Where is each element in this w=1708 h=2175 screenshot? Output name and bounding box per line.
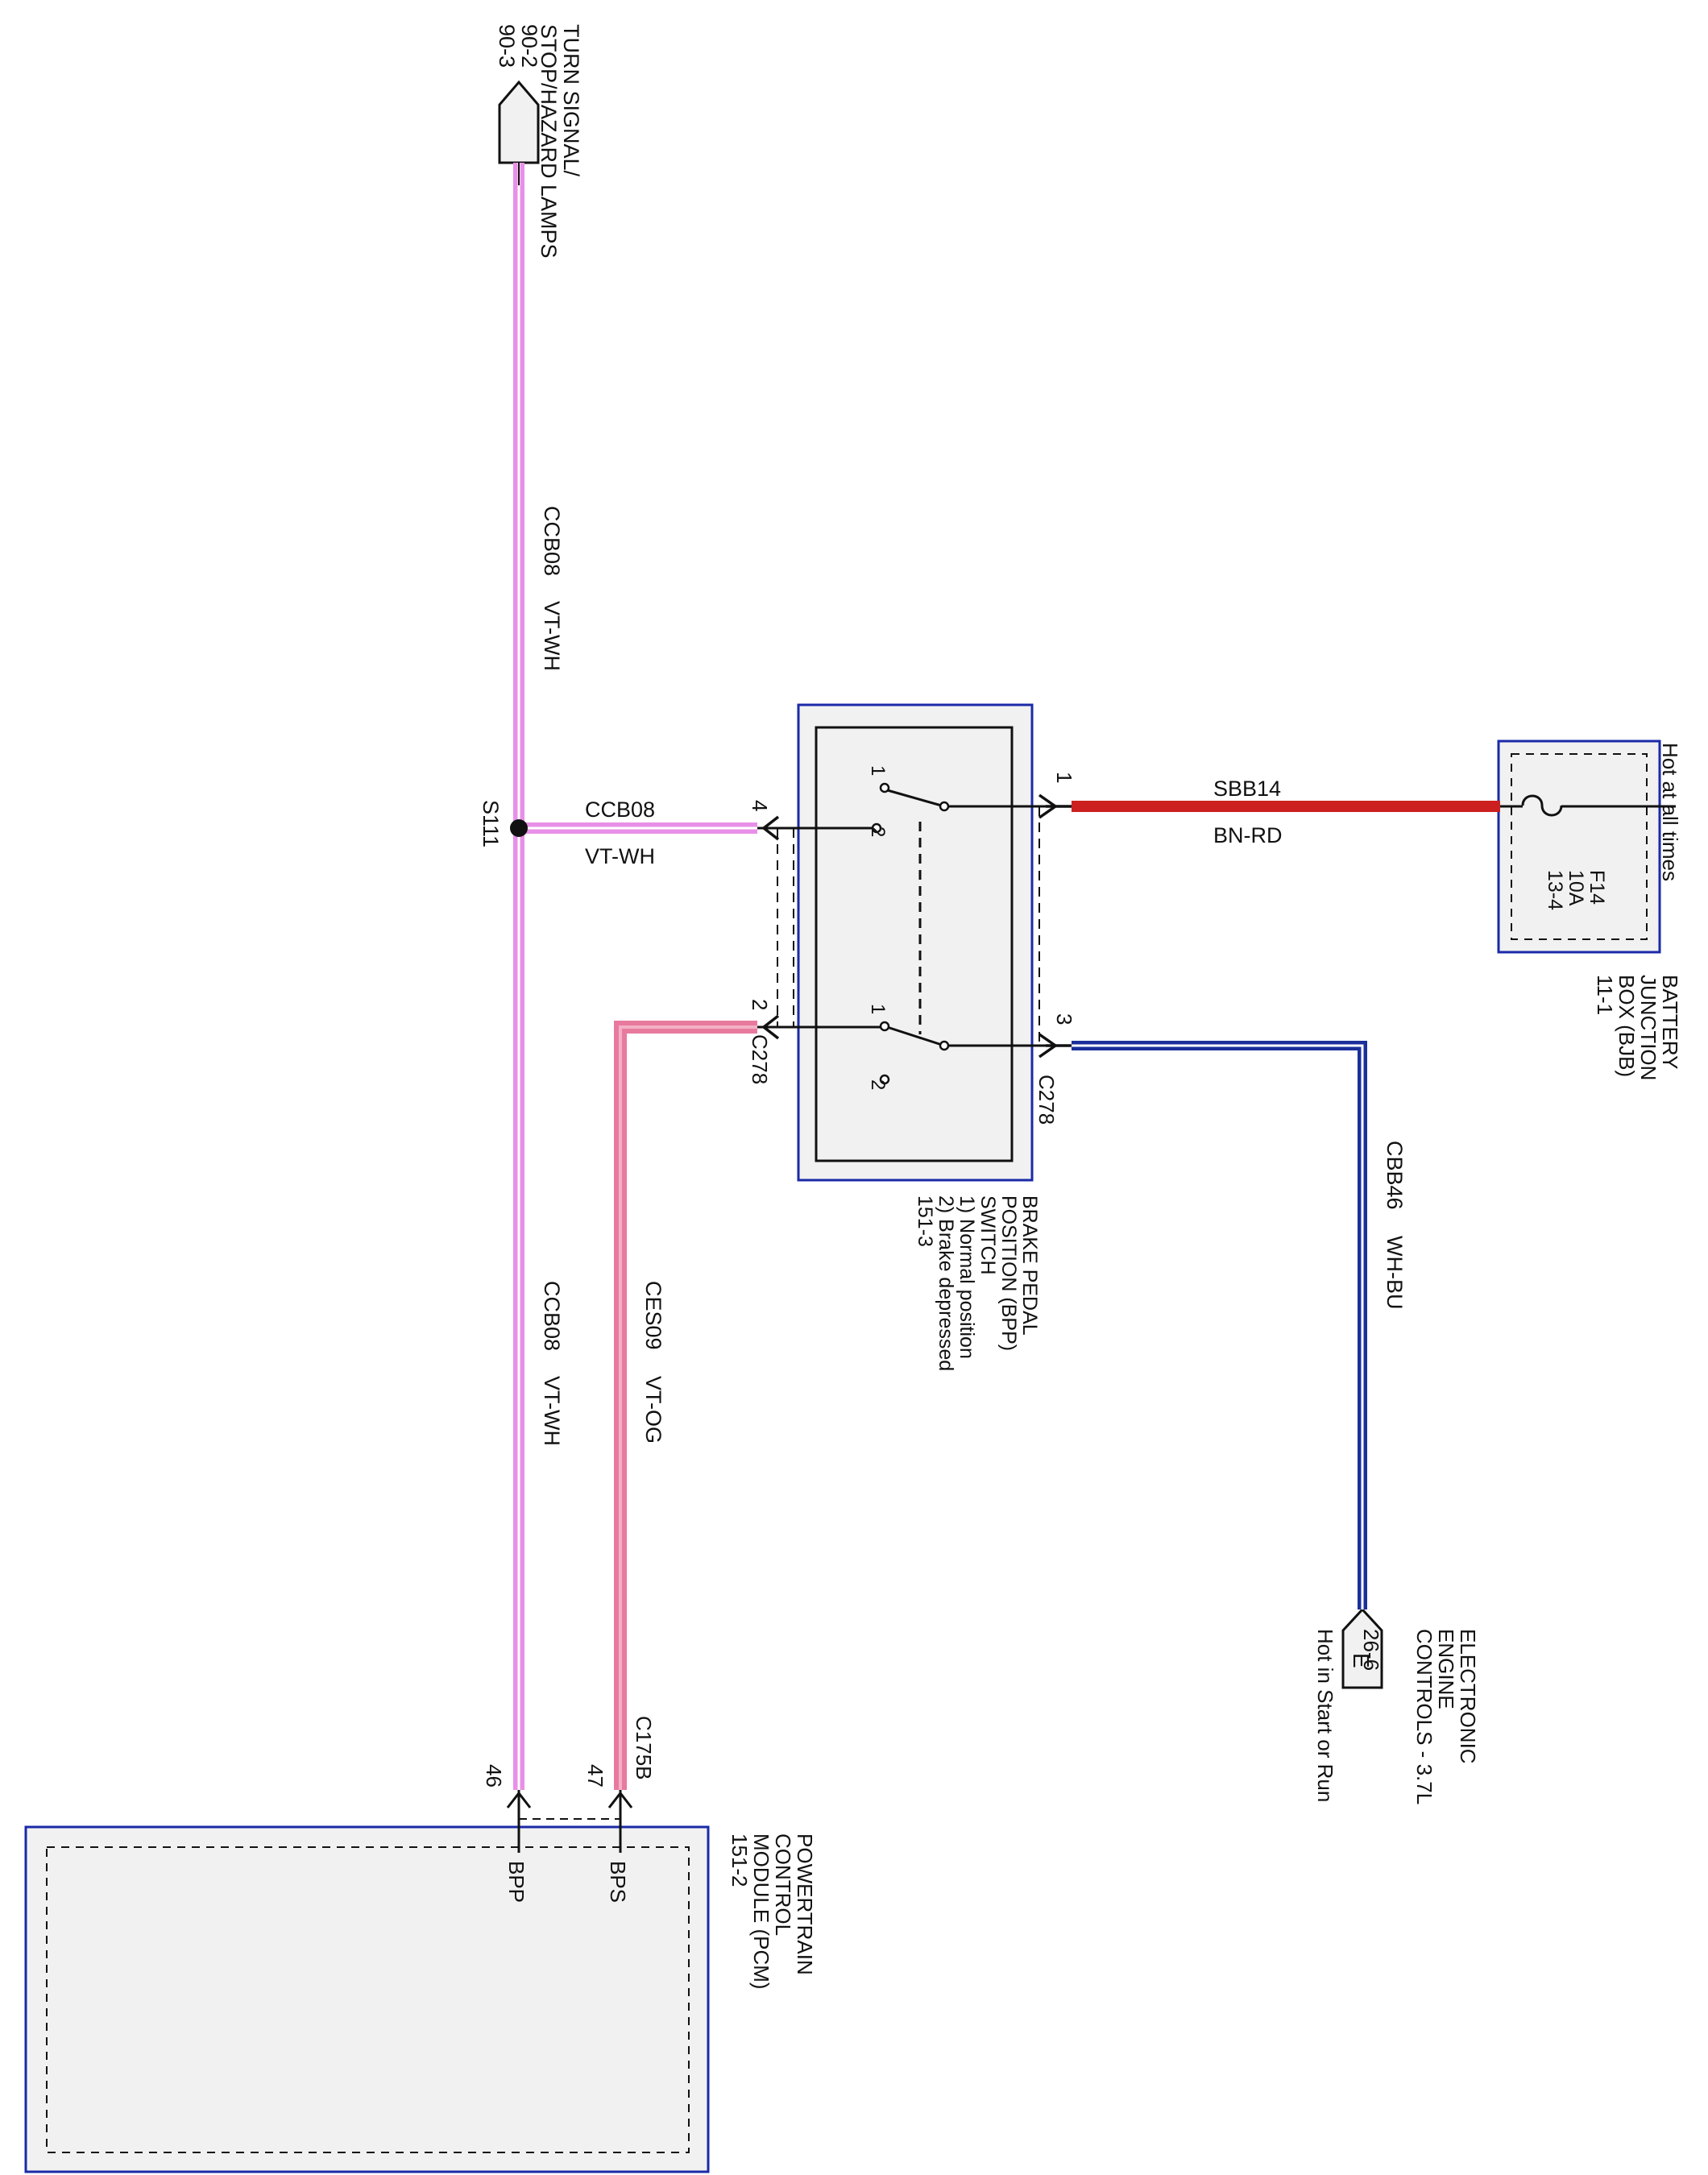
eec-label-3: CONTROLS - 3.7L bbox=[1412, 1629, 1436, 1804]
pcm-label-3: MODULE (PCM) bbox=[749, 1833, 773, 1990]
connector-arrows-switch bbox=[761, 793, 1072, 1058]
switch-pin-1: 1 bbox=[1052, 772, 1076, 783]
bjb-label-2: JUNCTION bbox=[1636, 975, 1660, 1080]
turn-signal-label-line2: STOP/HAZARD LAMPS bbox=[537, 24, 561, 259]
turn-signal-connector[interactable] bbox=[498, 80, 540, 164]
splice-s111-dot[interactable] bbox=[510, 819, 528, 837]
electronic-engine-controls-connector[interactable] bbox=[1341, 1607, 1383, 1689]
pcm-connector-label: C175B bbox=[632, 1716, 656, 1780]
eec-label-1: ELECTRONIC bbox=[1456, 1629, 1480, 1764]
lower-contact-1: 1 bbox=[867, 1004, 889, 1014]
switch-contact-points bbox=[871, 782, 950, 1085]
pcm-signal-bpp: BPP bbox=[504, 1861, 529, 1903]
wire-cbb46-color: WH-BU bbox=[1383, 1236, 1407, 1309]
fuse-label-3: 13-4 bbox=[1544, 870, 1566, 910]
pcm-label-2: CONTROL bbox=[771, 1833, 795, 1936]
upper-contact-1: 1 bbox=[867, 765, 889, 776]
switch-internals bbox=[757, 788, 1046, 1047]
bpp-switch-label-1: BRAKE PEDAL bbox=[1018, 1195, 1041, 1336]
bjb-label-4: 11-1 bbox=[1593, 975, 1617, 1015]
wire-sbb14-label: SBB14 bbox=[1213, 777, 1281, 801]
switch-pin-2: 2 bbox=[748, 999, 772, 1010]
pcm-pin-47: 47 bbox=[583, 1764, 607, 1788]
eec-label-4: 26-6 bbox=[1359, 1629, 1383, 1671]
fuse-label-2: 10A bbox=[1565, 870, 1587, 906]
wire-ccb08-horizontal-color: VT-WH bbox=[585, 844, 655, 868]
bjb-status: Hot at all times bbox=[1658, 743, 1682, 881]
bpp-switch-label-4: 1) Normal position bbox=[956, 1195, 978, 1359]
bjb-label-3: BOX (BJB) bbox=[1615, 975, 1639, 1077]
wire-cbb46-label: CBB46 bbox=[1383, 1141, 1407, 1210]
eec-status: Hot in Start or Run bbox=[1313, 1629, 1337, 1802]
wire-ces09-label: CES09 bbox=[641, 1281, 665, 1350]
pcm-label-4: 151-2 bbox=[728, 1833, 752, 1887]
switch-connector-right: C278 bbox=[1034, 1075, 1059, 1125]
fuse-f14-icon bbox=[1521, 794, 1563, 817]
bjb-label-1: BATTERY bbox=[1658, 975, 1682, 1070]
lower-contact-2: 2 bbox=[867, 1079, 889, 1090]
eec-label-2: ENGINE bbox=[1434, 1629, 1458, 1709]
pcm-pin-46: 46 bbox=[482, 1764, 506, 1788]
wire-sbb14-color: BN-RD bbox=[1213, 823, 1283, 847]
switch-pin-3: 3 bbox=[1052, 1013, 1076, 1025]
switch-pin-4: 4 bbox=[748, 800, 772, 811]
wire-ces09-color: VT-OG bbox=[641, 1376, 665, 1444]
wire-ces09[interactable] bbox=[614, 1021, 757, 1790]
bpp-switch-label-2: POSITION (BPP) bbox=[997, 1195, 1020, 1351]
pcm-label-1: POWERTRAIN bbox=[793, 1833, 817, 1975]
wire-ccb08-horizontal-label: CCB08 bbox=[585, 798, 655, 822]
turn-signal-ref-2: 90-3 bbox=[495, 24, 519, 68]
battery-junction-box[interactable] bbox=[1497, 740, 1661, 954]
switch-connector-left: C278 bbox=[748, 1034, 772, 1084]
turn-signal-ref-1: 90-2 bbox=[517, 24, 541, 68]
upper-contact-2: 2 bbox=[867, 826, 889, 837]
pcm-signal-bps: BPS bbox=[606, 1861, 630, 1903]
splice-s111-label: S111 bbox=[479, 800, 503, 847]
bpp-switch-label-6: 151-3 bbox=[914, 1195, 936, 1247]
wire-ccb08-lower-label: CCB08 bbox=[540, 1281, 564, 1351]
wire-ccb08-upper-color: VT-WH bbox=[540, 601, 564, 671]
bpp-switch-label-5: 2) Brake depressed bbox=[935, 1195, 957, 1371]
wire-cbb46[interactable] bbox=[1072, 1041, 1367, 1610]
wire-ccb08-lower-color: VT-WH bbox=[540, 1376, 564, 1446]
bpp-switch[interactable] bbox=[797, 703, 1034, 1182]
connector-arrows-pcm bbox=[506, 1790, 633, 1853]
wire-ccb08-upper-label: CCB08 bbox=[540, 506, 564, 576]
eec-symbol: E bbox=[1349, 1653, 1374, 1668]
turn-signal-label-line1: TURN SIGNAL/ bbox=[559, 24, 583, 177]
fuse-label-1: F14 bbox=[1586, 870, 1608, 905]
powertrain-control-module[interactable] bbox=[24, 1825, 710, 2173]
bpp-switch-label-3: SWITCH bbox=[976, 1195, 999, 1275]
